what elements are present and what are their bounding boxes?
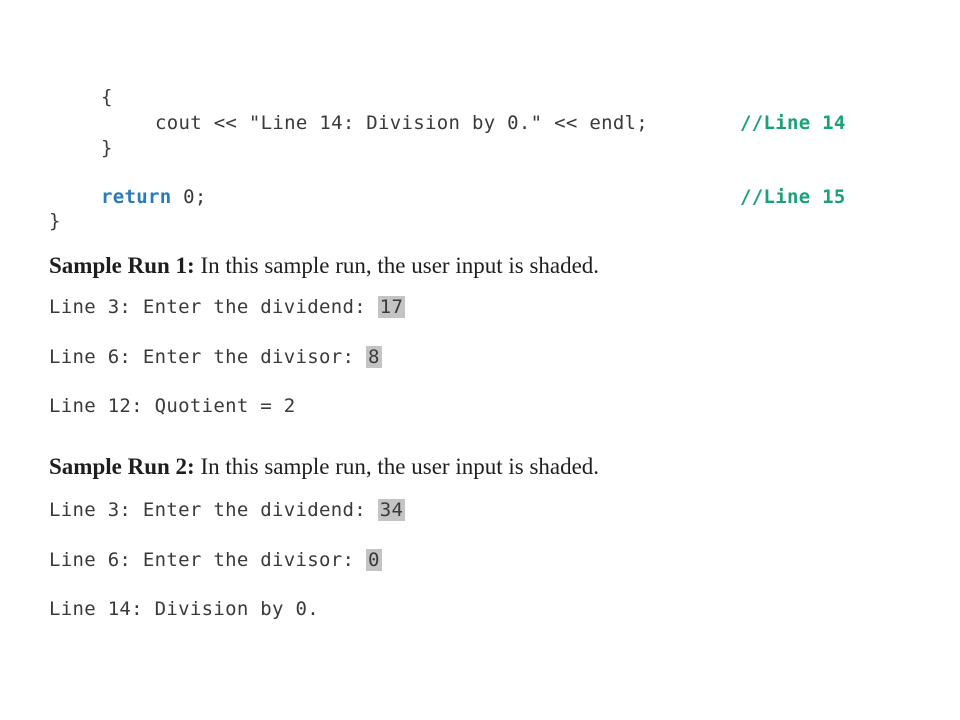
run1-dividend-prompt: Line 3: Enter the dividend: (49, 296, 378, 318)
code-close-brace-outer: } (49, 210, 61, 232)
run2-output-line2: Line 6: Enter the divisor: 0 (49, 549, 382, 571)
run1-output-line2: Line 6: Enter the divisor: 8 (49, 346, 382, 368)
sample-run-1-heading: Sample Run 1: In this sample run, the us… (49, 253, 599, 279)
sample-run-1-description: In this sample run, the user input is sh… (194, 253, 600, 278)
code-return-keyword: return (101, 186, 172, 208)
run2-dividend-input: 34 (377, 499, 406, 521)
code-comment-line15: //Line 15 (740, 186, 846, 208)
run1-output-line3: Line 12: Quotient = 2 (49, 395, 296, 417)
run1-divisor-input: 8 (365, 346, 382, 368)
sample-run-2-description: In this sample run, the user input is sh… (194, 454, 600, 479)
code-cout-statement: cout << "Line 14: Division by 0." << end… (155, 112, 649, 134)
code-return-statement: return 0; (101, 186, 207, 208)
run1-dividend-input: 17 (377, 296, 406, 318)
code-close-brace-inner: } (101, 137, 113, 159)
code-comment-line14: //Line 14 (740, 112, 846, 134)
run1-divisor-prompt: Line 6: Enter the divisor: (49, 346, 366, 368)
run2-dividend-prompt: Line 3: Enter the dividend: (49, 499, 378, 521)
run2-output-line1: Line 3: Enter the dividend: 34 (49, 499, 406, 521)
code-open-brace: { (101, 86, 113, 108)
run2-output-line3: Line 14: Division by 0. (49, 598, 319, 620)
code-return-value: 0; (171, 186, 207, 208)
run1-output-line1: Line 3: Enter the dividend: 17 (49, 296, 406, 318)
sample-run-1-label: Sample Run 1: (49, 253, 195, 278)
sample-run-2-heading: Sample Run 2: In this sample run, the us… (49, 454, 599, 480)
run2-divisor-prompt: Line 6: Enter the divisor: (49, 549, 366, 571)
sample-run-2-label: Sample Run 2: (49, 454, 195, 479)
run2-divisor-input: 0 (365, 549, 382, 571)
